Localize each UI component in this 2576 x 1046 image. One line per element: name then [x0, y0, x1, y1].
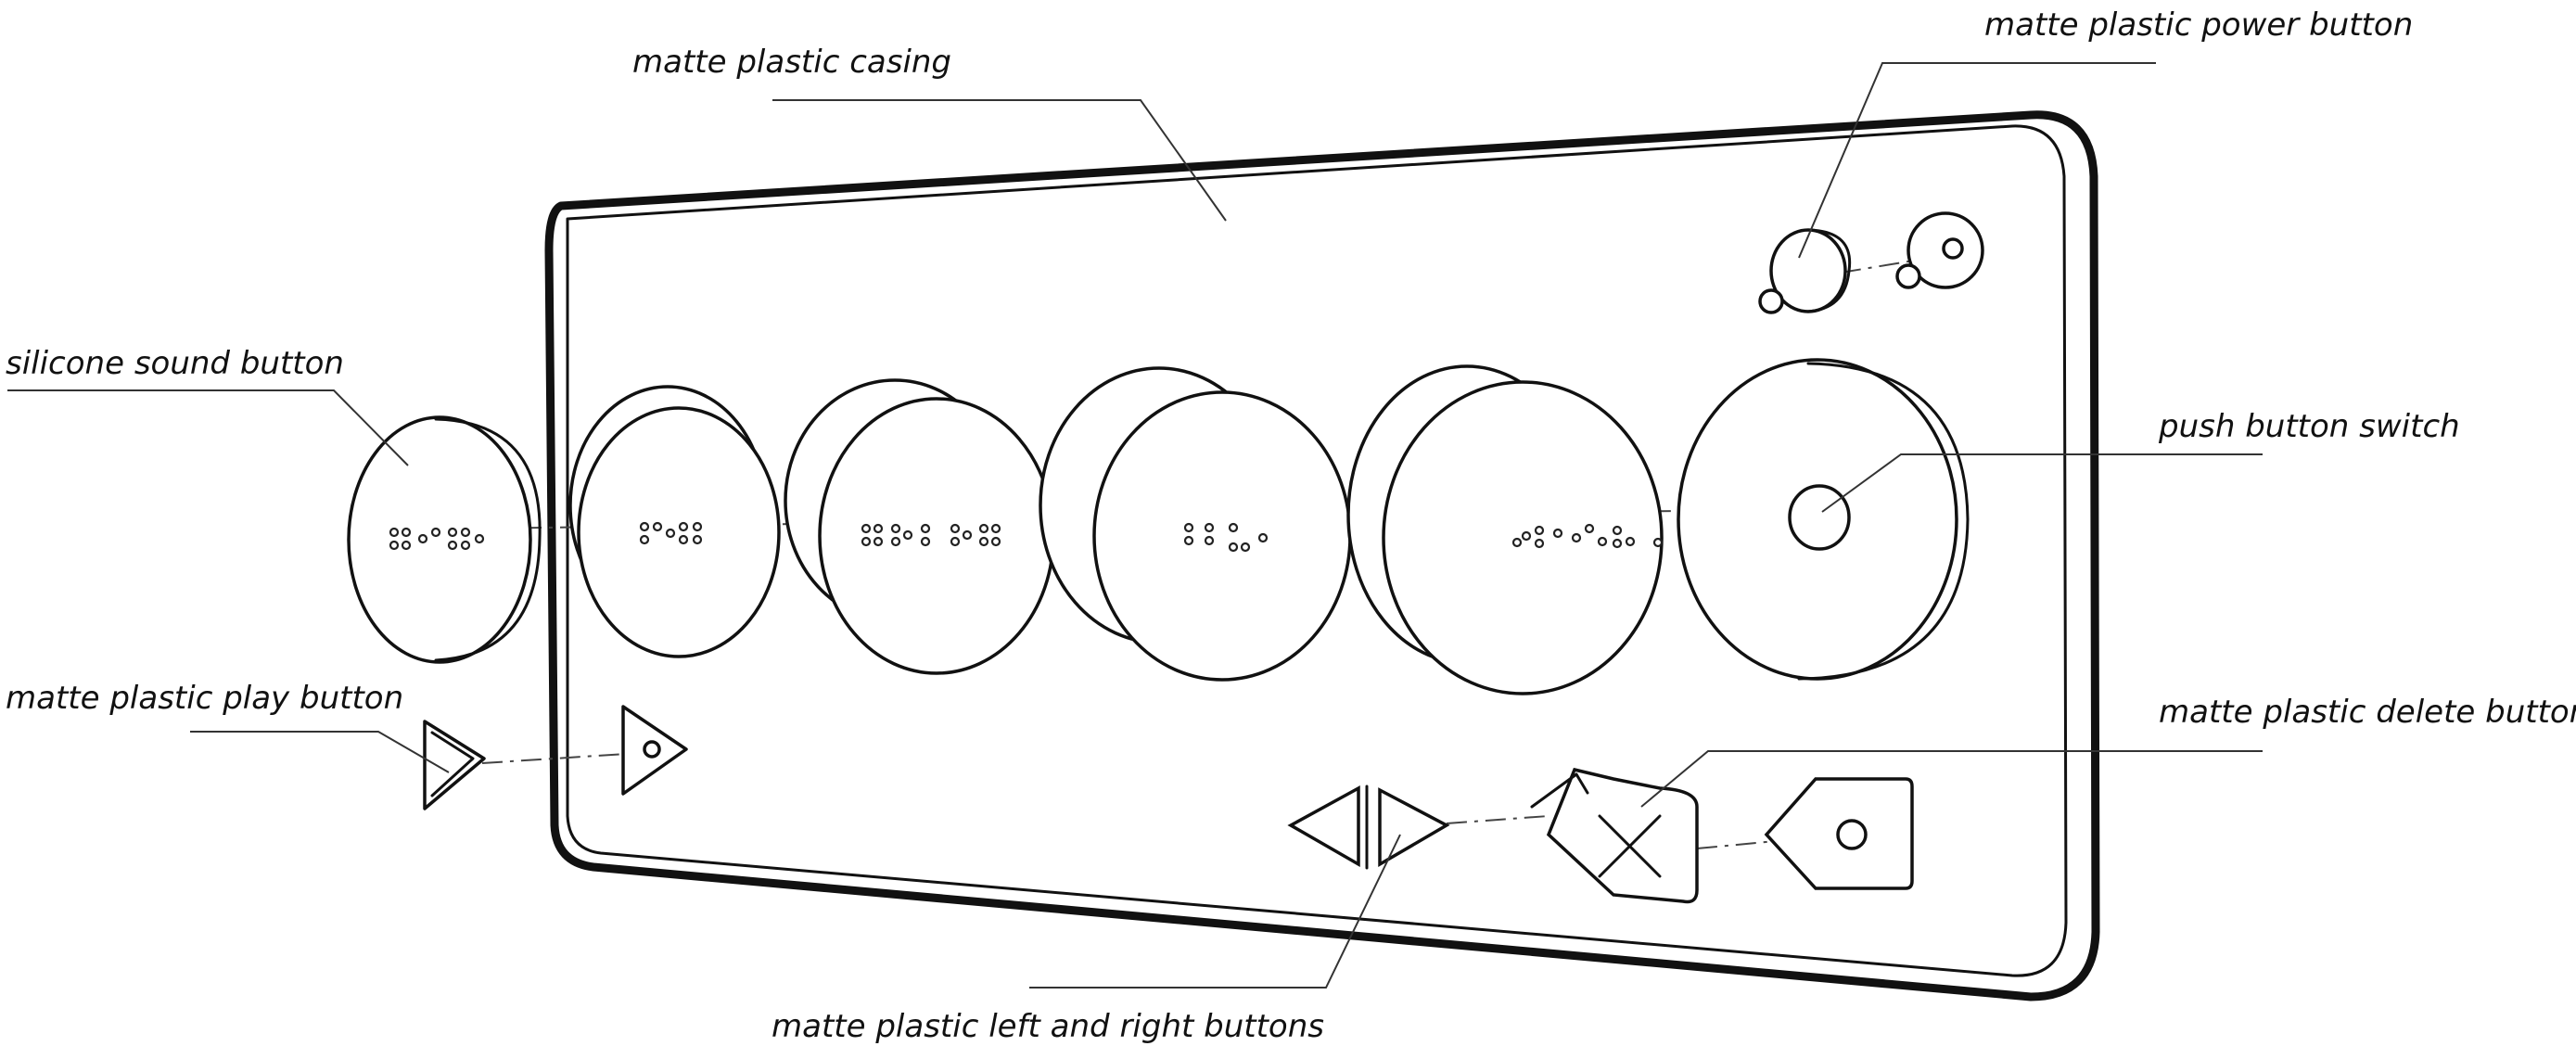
casing	[544, 110, 2100, 1001]
braille-dots	[389, 527, 485, 551]
leader-lines	[7, 62, 2263, 989]
sound-button-5[interactable]	[1346, 364, 1664, 695]
label-sound-button: silicone sound button	[6, 345, 344, 382]
braille-dots	[1511, 523, 1664, 549]
braille-dots	[639, 521, 703, 545]
label-casing: matte plastic casing	[632, 44, 951, 81]
delete-button[interactable]	[1530, 767, 1914, 904]
sound-button-2[interactable]	[568, 385, 781, 658]
sound-button-3[interactable]	[784, 378, 1055, 675]
power-button[interactable]	[1758, 211, 1984, 314]
label-play-button: matte plastic play button	[6, 680, 403, 717]
sound-button-4[interactable]	[1039, 366, 1352, 682]
label-power-button: matte plastic power button	[1984, 6, 2413, 44]
label-delete-button: matte plastic delete button	[2159, 694, 2576, 731]
push-button-switch[interactable]	[1677, 358, 1970, 681]
label-left-right-buttons: matte plastic left and right buttons	[772, 1008, 1324, 1045]
sound-button-1[interactable]	[347, 415, 542, 664]
braille-dots	[861, 523, 1001, 547]
braille-dots	[1183, 522, 1269, 553]
label-push-button-switch: push button switch	[2158, 408, 2460, 445]
play-button[interactable]	[423, 705, 688, 810]
left-right-buttons[interactable]	[1287, 784, 1549, 870]
